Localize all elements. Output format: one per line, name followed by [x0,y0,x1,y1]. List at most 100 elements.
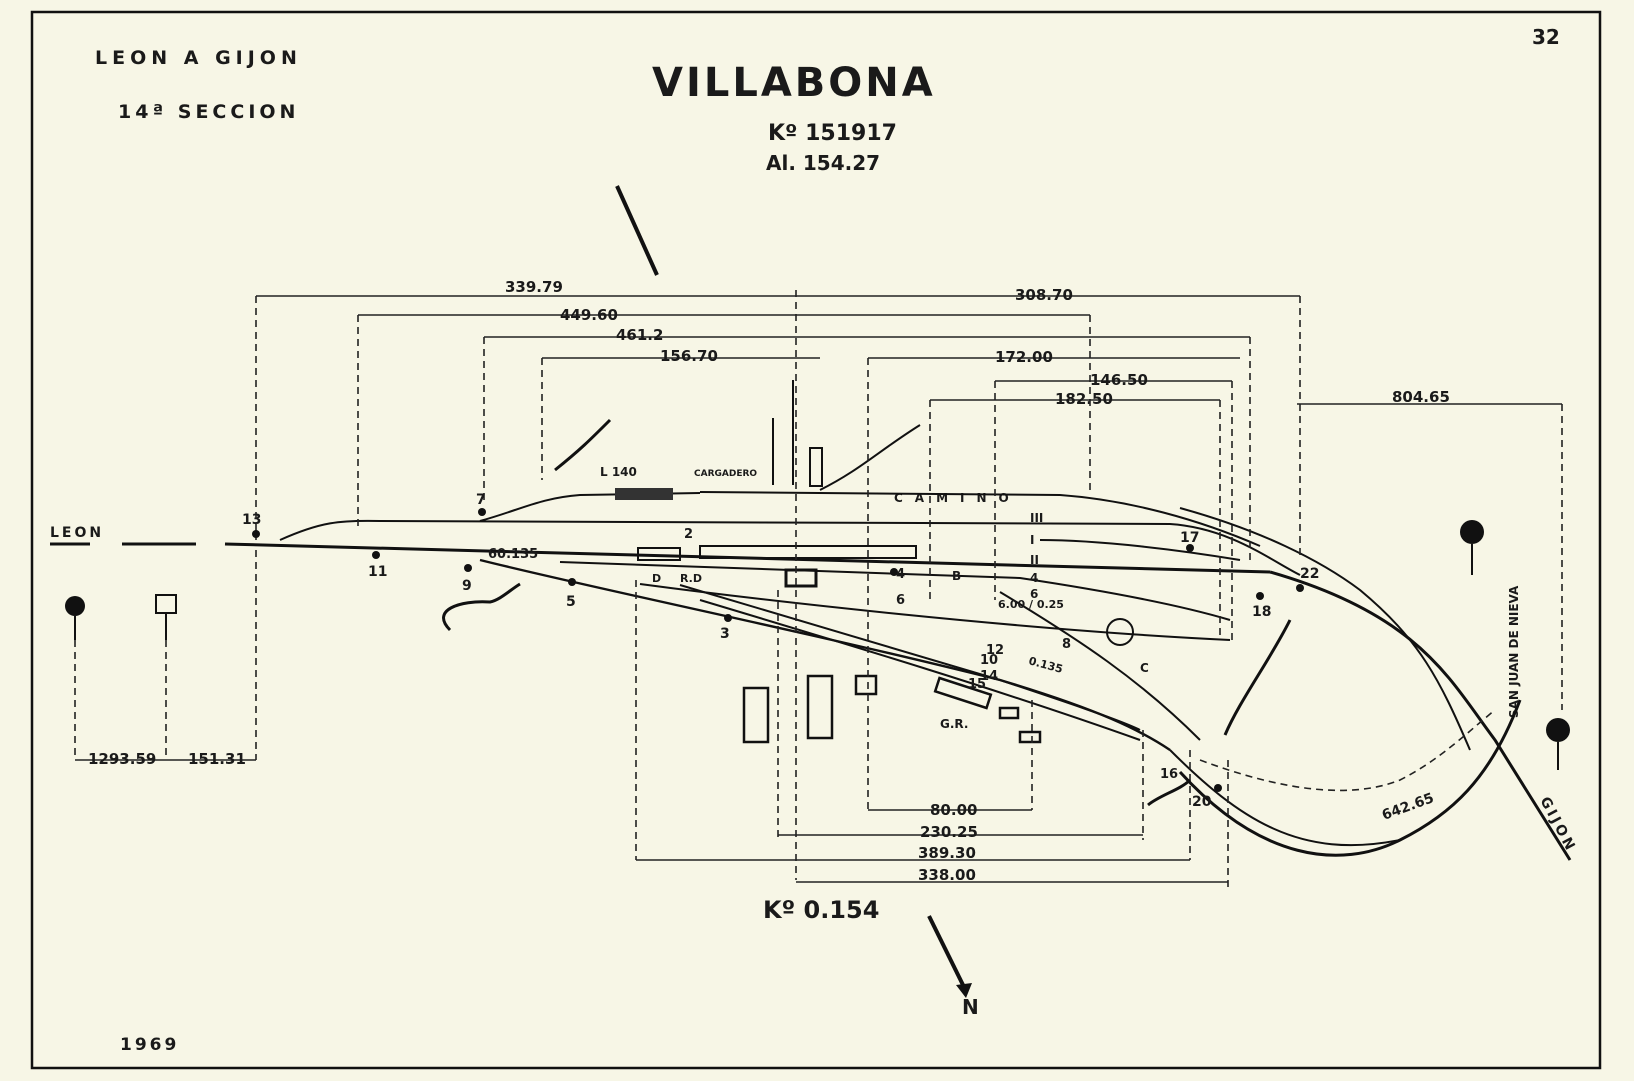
road-track [699,491,1261,547]
switch-15: 15 [968,677,986,692]
track-I-top [279,519,1301,576]
north-label: N [962,995,979,1019]
loop-inner [1169,749,1401,847]
dim-449: 449.60 [560,306,618,324]
outer-curve [1179,507,1471,751]
switch-8: 8 [1062,637,1071,652]
direction-leon: LEON [50,525,104,541]
switch-22-marker [1296,584,1304,592]
track-4 [639,583,1231,641]
page-number: 32 [1532,25,1560,49]
label-0135: 0.135 [1027,654,1064,676]
label-60135: 60.135 [488,547,538,562]
drawing-frame [30,10,1602,1070]
dim-182: 182.50 [1055,390,1113,408]
direction-gijon: GIJON [1536,794,1579,855]
stream-2 [442,582,521,632]
switch-3-marker [724,614,732,622]
dim-156: 156.70 [660,347,718,365]
crane-structure [809,447,823,487]
switch-9-marker [464,564,472,572]
section-label: 14ª SECCION [118,101,299,123]
switch-4: 4 [896,567,905,582]
building-small [637,547,681,561]
switch-18-marker [1256,592,1264,600]
switch-16: 16 [1160,767,1178,782]
label-c: C [1140,661,1149,675]
building-2 [806,674,834,740]
signal-left-2 [155,594,177,614]
switch-11: 11 [368,564,387,580]
track-10 [699,599,1141,741]
switch-3: 3 [720,626,730,642]
switch-14: 14 [980,669,998,684]
track-II [559,561,1231,621]
dim-339: 339.79 [505,278,563,296]
switch-22: 22 [1300,566,1319,582]
station-building [784,568,818,588]
dim-338: 338.00 [918,866,976,884]
dim-172: 172.00 [995,348,1053,366]
drawing-year: 1969 [120,1035,179,1055]
label-track-6: 6 [1030,587,1038,601]
north-line-top [615,185,659,276]
switch-18: 18 [1252,604,1271,620]
building-gr [933,676,993,710]
switch-17: 17 [1180,530,1199,546]
dim-230: 230.25 [920,823,978,841]
dim-80: 80.00 [930,801,977,819]
switch-7-marker [478,508,486,516]
label-gr: G.R. [940,717,968,731]
warehouse-hatched [615,488,673,500]
track-6 [479,558,1171,751]
branch-c [999,591,1201,741]
building-4 [998,706,1020,720]
track-II-siding [1039,539,1241,561]
road-curve [819,424,921,491]
north-arrow [927,915,965,986]
switch-6: 6 [896,593,905,608]
loop-dashed [1199,709,1496,792]
branch-label: SAN JUAN DE NIEVA [1507,585,1521,718]
loop-curve [1178,699,1522,857]
building-5 [1018,730,1042,744]
dim-389: 389.30 [918,844,976,862]
dim-308: 308.70 [1015,286,1073,304]
dim-804: 804.65 [1392,388,1450,406]
switch-2: 2 [684,527,693,542]
dim-151: 151.31 [188,750,246,768]
label-b: B [952,569,961,583]
station-name: VILLABONA [652,60,936,106]
label-track-4: 4 [1030,571,1038,585]
switch-20: 20 [1192,794,1212,810]
switch-13: 13 [242,512,261,528]
label-600: 6.00 / 0.25 [998,598,1064,611]
switch-20-marker [1214,784,1222,792]
switch-5-marker [568,578,576,586]
switch-17-marker [1186,544,1194,552]
switch-11-marker [372,551,380,559]
dim-1293: 1293.59 [88,750,156,768]
station-platform [699,545,917,559]
label-64265: 642.65 [1380,790,1436,824]
switch-7: 7 [476,492,486,508]
north-arrow-head [956,983,972,998]
label-track-III: III [1030,511,1043,525]
signal-left-1 [65,596,85,616]
building-3 [854,674,878,696]
dim-461: 461.2 [616,326,663,344]
switch-9: 9 [462,578,472,594]
stream-4 [1147,778,1192,807]
label-cargadero: CARGADERO [694,469,757,479]
station-km: Kº 151917 [768,121,897,146]
main-track-gijon [1269,570,1572,861]
switch-5: 5 [566,594,576,610]
dim-146: 146.50 [1090,371,1148,389]
signal-right-1 [1460,520,1484,544]
turntable [1106,618,1134,646]
stream-3 [1223,619,1292,736]
line-title: LEON A GIJON [95,47,302,69]
label-rd: R.D [680,572,702,585]
track-cargadero [479,492,701,522]
